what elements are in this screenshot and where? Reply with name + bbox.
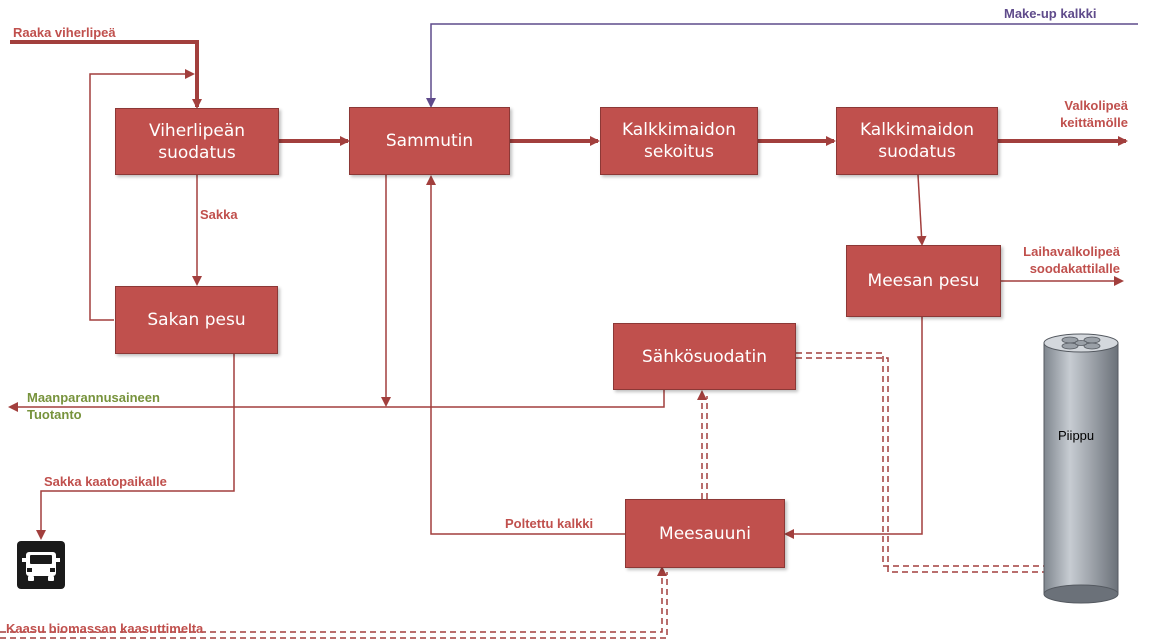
label-make-up-kalkki: Make-up kalkki	[1004, 6, 1097, 21]
truck-icon	[17, 541, 65, 589]
label-piippu: Piippu	[1058, 428, 1095, 443]
label-raaka-viherlipea: Raaka viherlipeä	[13, 25, 116, 40]
label-valkolipea: Valkolipeä keittämölle	[1060, 98, 1128, 130]
box-meesan-pesu: Meesan pesu	[846, 245, 1001, 317]
chimney-icon	[1043, 333, 1119, 604]
flow-flue-gas-chimney	[796, 352, 1055, 571]
label-poltettu-kalkki: Poltettu kalkki	[505, 516, 594, 531]
label-laihavalkolipea: Laihavalkolipeä soodakattilalle	[1023, 244, 1120, 276]
flow-sakan-pesu-recycle	[89, 69, 195, 321]
flow-suodatus-meesan-pesu	[916, 174, 927, 246]
flow-poltettu-kalkki	[426, 175, 625, 535]
box-sahkosuodatin: Sähkösuodatin	[613, 323, 796, 390]
flow-raaka-viherlipea	[10, 40, 202, 109]
label-sakka: Sakka	[200, 207, 238, 222]
label-sakka-kaatopaikalle: Sakka kaatopaikalle	[44, 474, 167, 489]
box-viherlipean-suodatus: Viherlipeän suodatus	[115, 108, 279, 175]
label-kaasu-biomassan: Kaasu biomassan kaasuttimelta	[6, 621, 204, 636]
box-kalkkimaidon-suodatus: Kalkkimaidon suodatus	[836, 107, 998, 175]
box-kalkkimaidon-sekoitus: Kalkkimaidon sekoitus	[600, 107, 758, 175]
box-sakan-pesu: Sakan pesu	[115, 286, 278, 354]
box-meesauuni: Meesauuni	[625, 499, 785, 568]
box-sammutin: Sammutin	[349, 107, 510, 175]
flow-meesan-pesu-meesauuni	[784, 317, 923, 539]
flow-sakka-kaatopaikalle	[36, 354, 235, 540]
label-maanparannusaineen: Maanparannusaineen Tuotanto	[27, 390, 160, 422]
flow-make-up-kalkki	[426, 23, 1138, 108]
flow-maanparannus	[8, 390, 665, 412]
flow-kaasu-biomassan	[0, 566, 667, 633]
